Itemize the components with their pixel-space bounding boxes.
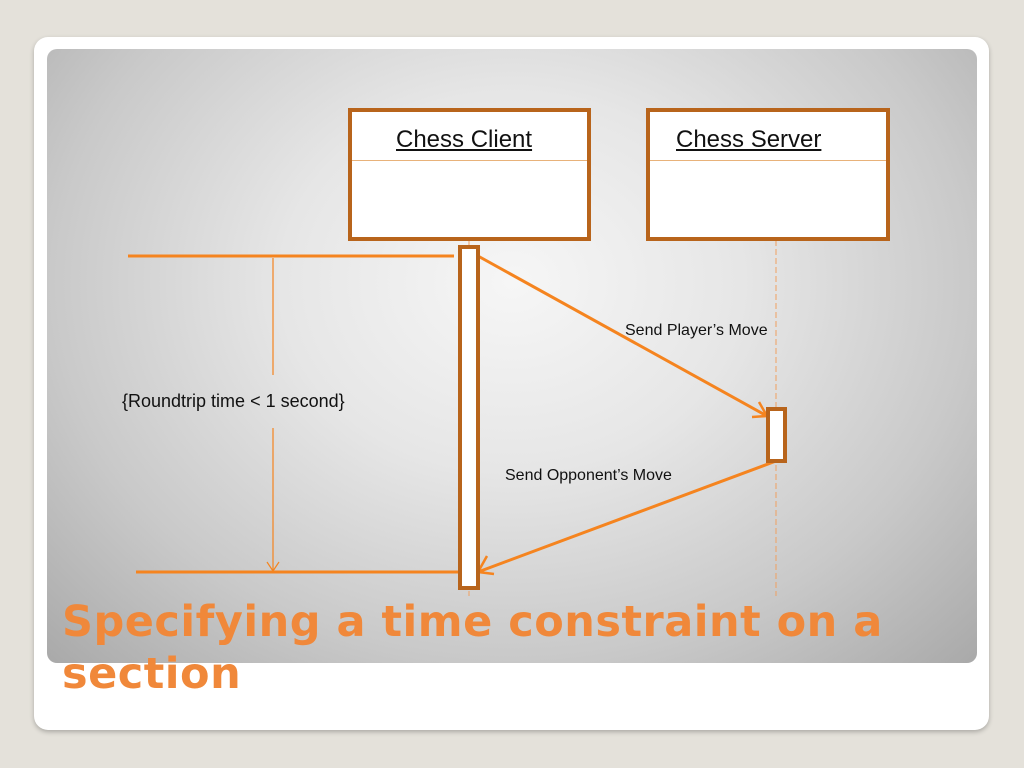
lifeline-title: Chess Server [676,126,822,153]
lifeline-title: Chess Client [396,126,533,153]
lifeline-chess-server: Chess Server [646,108,890,241]
message-send-player-move [477,254,768,418]
slide-title: Specifying a time constraint on a sectio… [62,597,883,699]
lifeline-divider [650,160,886,161]
time-constraint-label: {Roundtrip time < 1 second} [122,391,345,411]
lifeline-divider [352,160,587,161]
message-send-opponent-move-arrowhead [475,555,495,576]
client-activation-bar [458,245,480,590]
message-label-send-opponent-move: Send Opponent’s Move [505,467,672,484]
message-label-send-player-move: Send Player’s Move [625,322,768,339]
message-send-opponent-move [477,459,777,574]
lifeline-chess-client: Chess Client [348,108,591,241]
server-activation-bar [766,407,787,463]
constraint-arrowhead [266,561,280,573]
